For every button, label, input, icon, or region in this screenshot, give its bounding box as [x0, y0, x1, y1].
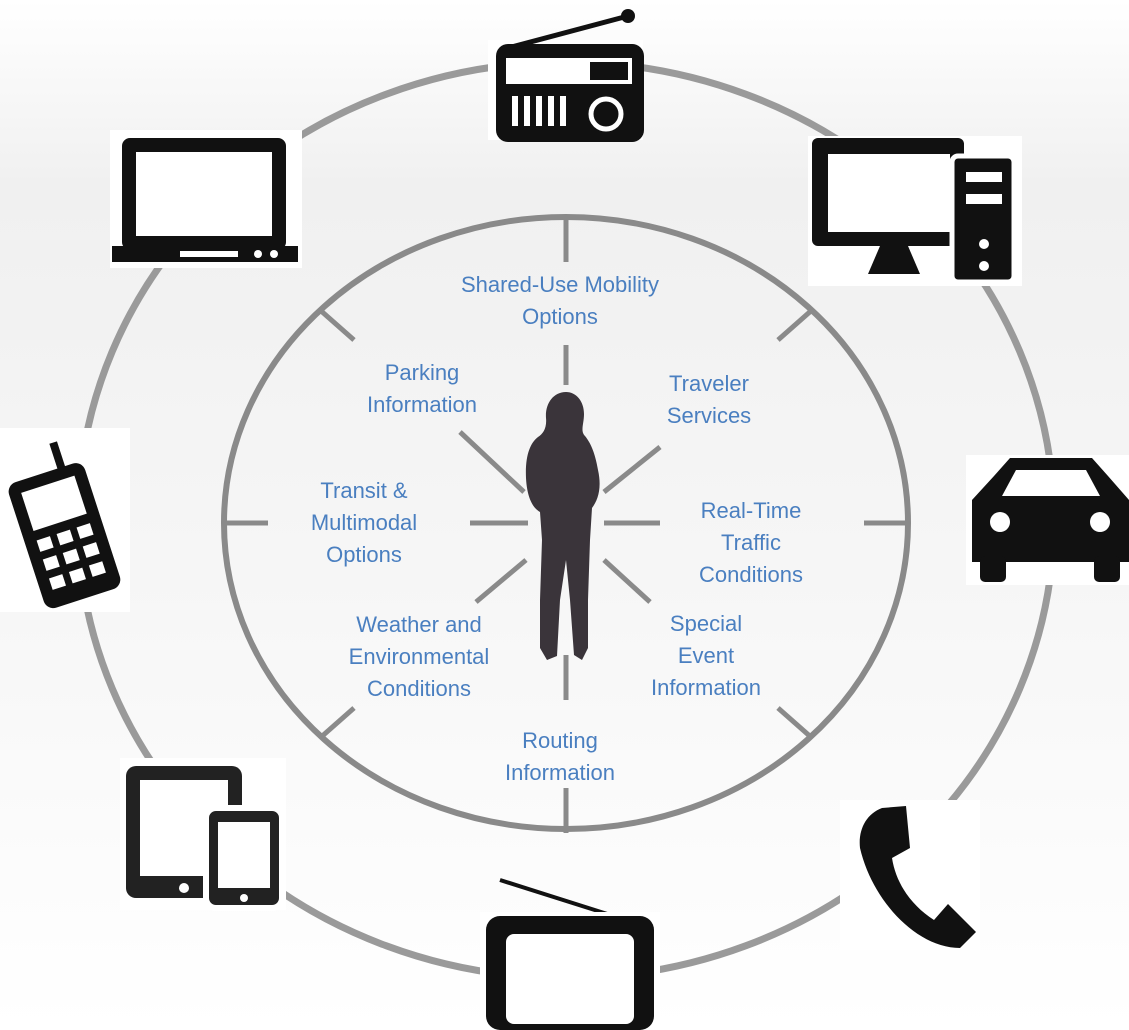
center-spokes [458, 345, 662, 700]
television-icon [480, 878, 660, 1030]
rim-ticks [224, 217, 908, 833]
laptop-icon [110, 130, 302, 268]
desktop-computer-icon [808, 136, 1022, 286]
tablet-smartphone-icon [120, 758, 286, 911]
car-icon [966, 455, 1129, 585]
mobile-phone-icon [0, 428, 130, 612]
radio-icon [488, 9, 644, 142]
telephone-icon [840, 800, 980, 950]
person-silhouette [525, 392, 600, 660]
